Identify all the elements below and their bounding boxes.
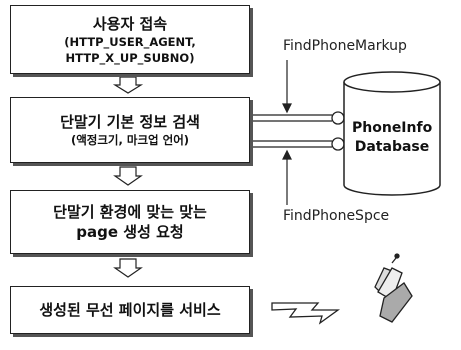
port-circle-top [331, 111, 345, 125]
lightning-bolt-icon [271, 302, 341, 325]
down-arrow-2 [113, 166, 143, 186]
step-title-line: 단말기 환경에 맞는 맞는 [53, 203, 207, 221]
database-label-line: PhoneInfo [352, 120, 433, 136]
step-box-device-info-search: 단말기 기본 정보 검색 (액정크기, 마크업 언어) [10, 97, 250, 163]
step-title: 사용자 접속 [92, 14, 168, 33]
database-label-line: Database [354, 139, 430, 155]
down-arrow-3 [113, 258, 143, 278]
call-arrow-bottom [282, 149, 292, 205]
down-arrow-1 [112, 76, 144, 94]
step-box-wireless-service: 생성된 무선 페이지를 서비스 [10, 286, 250, 334]
step-detail-line: (HTTP_USER_AGENT, [64, 34, 196, 49]
label-find-phone-markup: FindPhoneMarkup [283, 38, 407, 54]
step-title-line: page 생성 요청 [76, 223, 184, 241]
database-cylinder [343, 71, 441, 196]
mobile-phone-icon [374, 253, 413, 323]
step-title: 단말기 기본 정보 검색 [60, 113, 200, 131]
step-box-user-access: 사용자 접속 (HTTP_USER_AGENT, HTTP_X_UP_SUBNO… [10, 5, 250, 74]
step-box-page-request: 단말기 환경에 맞는 맞는 page 생성 요청 [10, 190, 250, 254]
port-circle-bottom [331, 137, 345, 151]
step-detail-line: HTTP_X_UP_SUBNO) [65, 50, 195, 65]
connector-lines [250, 114, 332, 148]
step-title: 생성된 무선 페이지를 서비스 [39, 301, 221, 319]
call-arrow-top [282, 60, 292, 114]
label-find-phone-spce: FindPhoneSpce [283, 208, 390, 224]
step-detail-line: (액정크기, 마크업 언어) [70, 133, 190, 147]
